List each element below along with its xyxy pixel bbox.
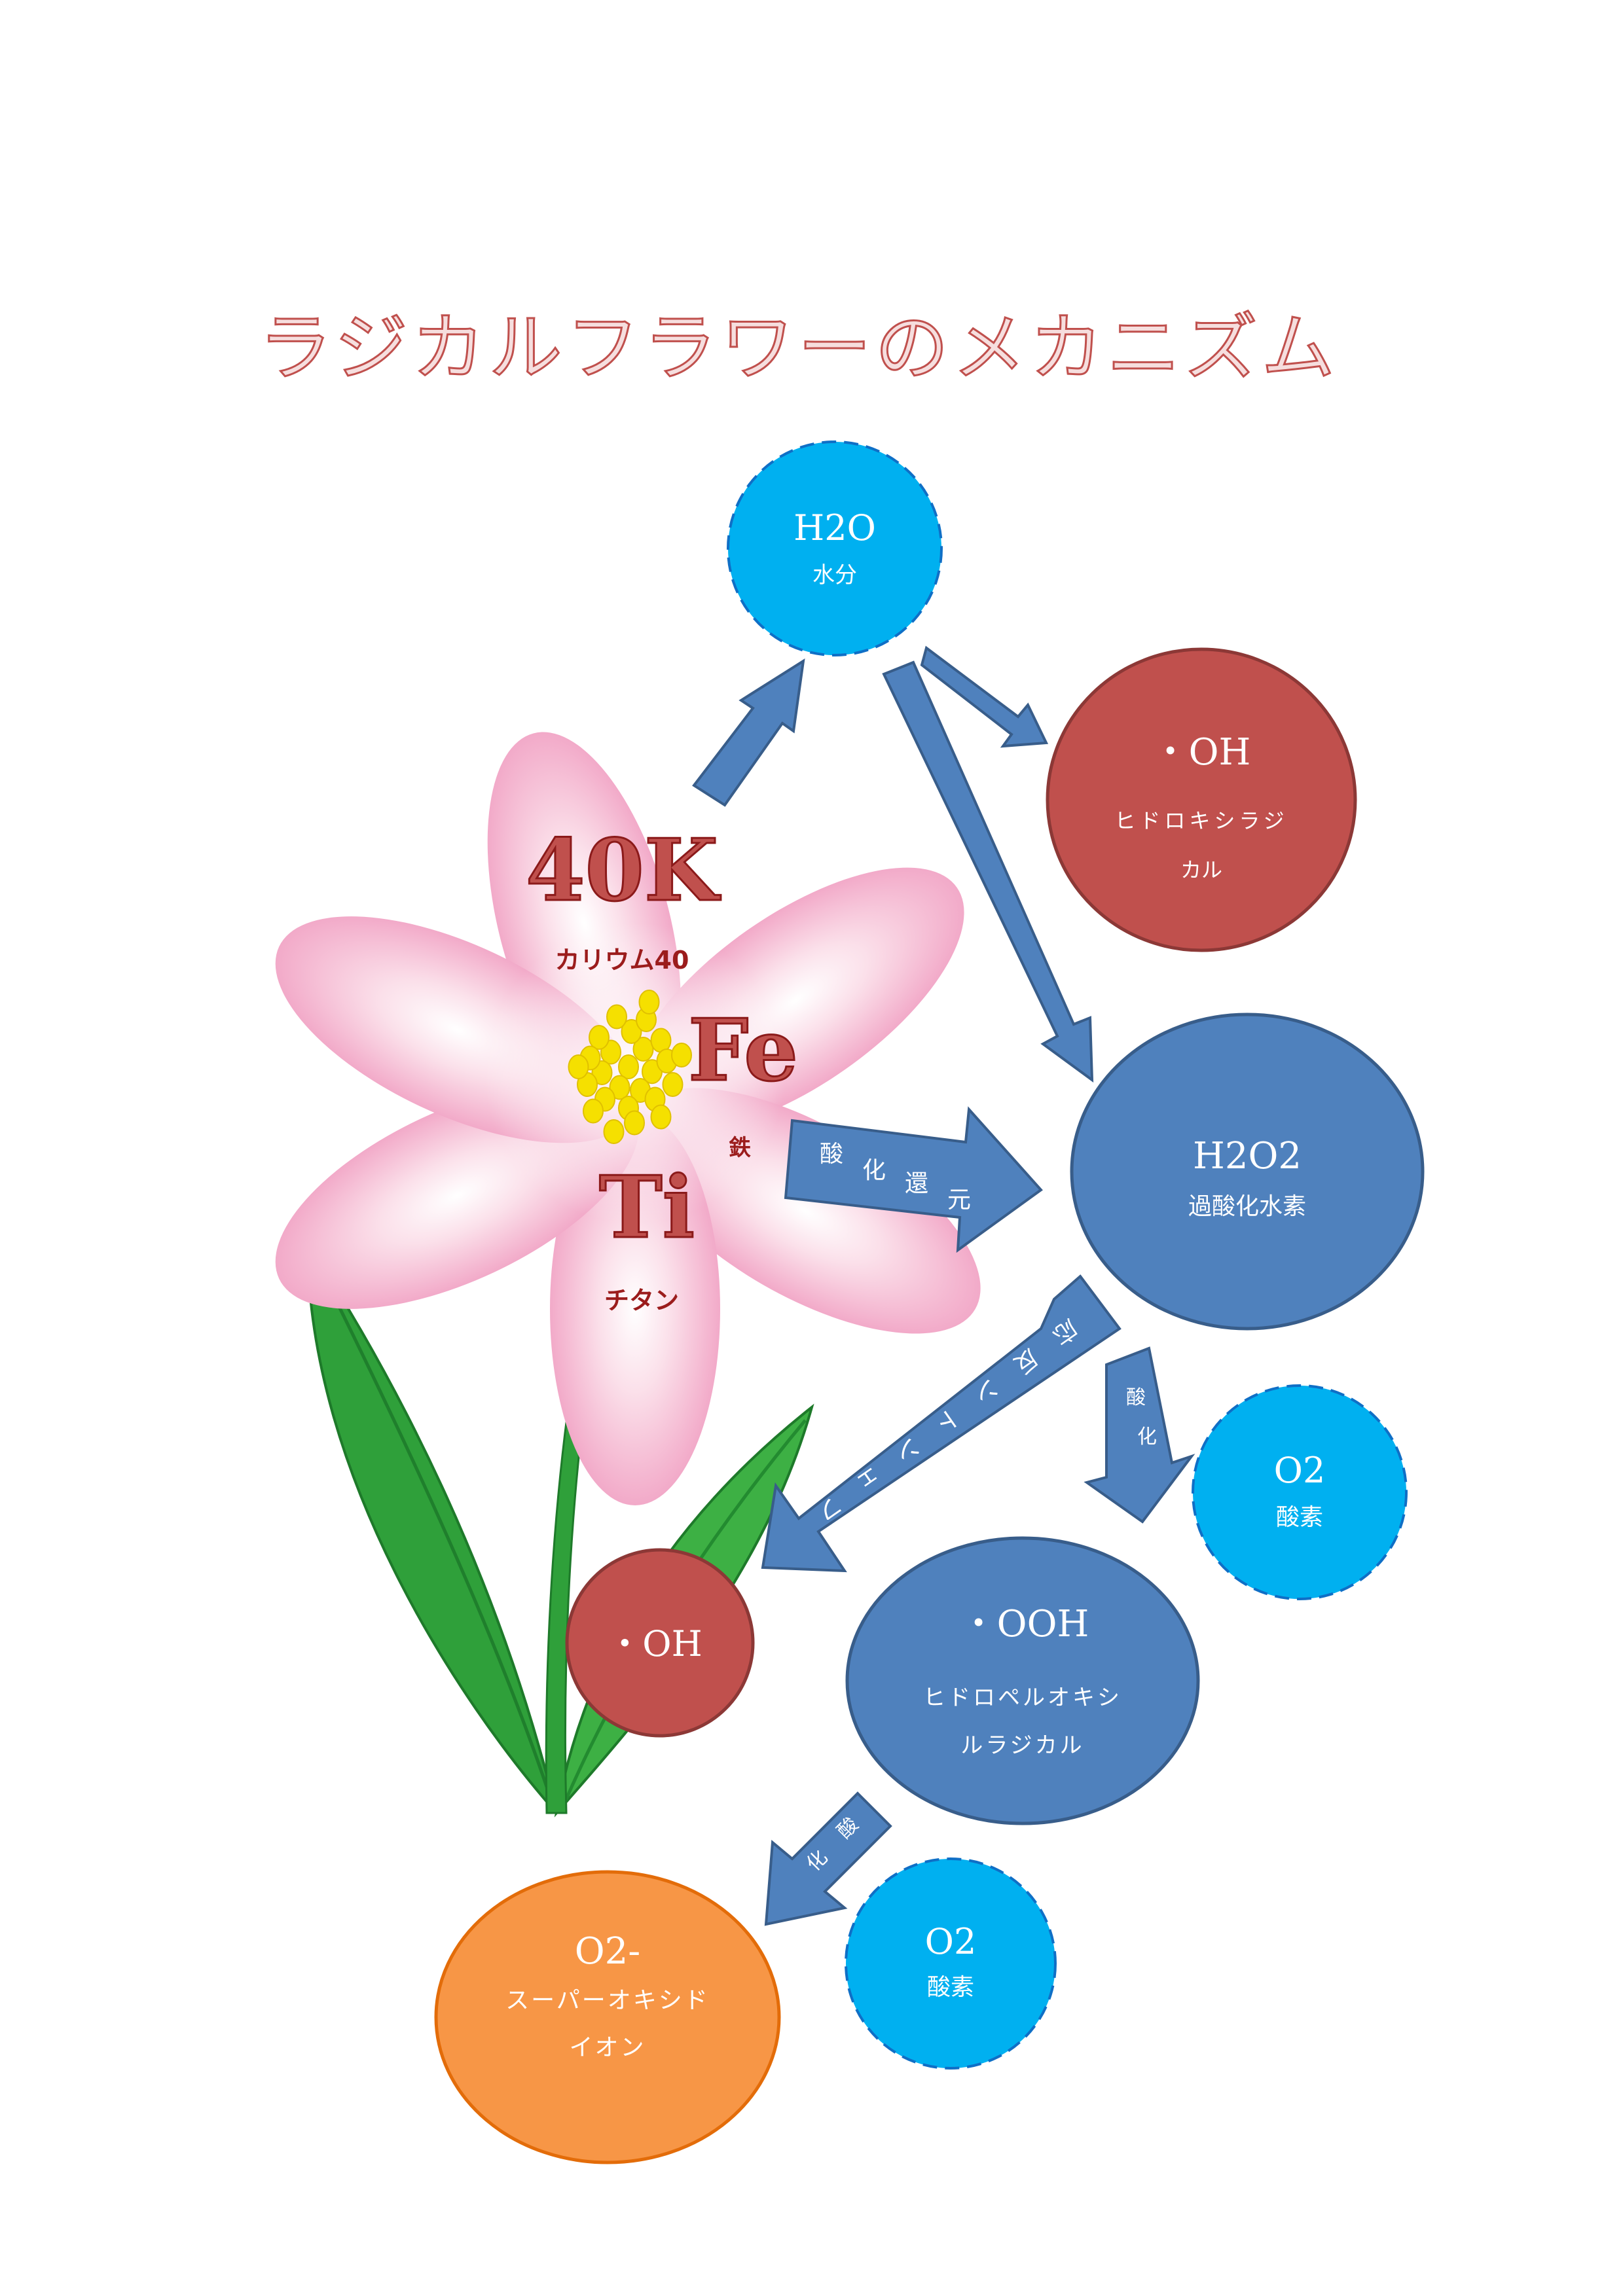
node-o2-bottom-sub: 酸素 [927, 1974, 974, 2001]
element-40k: 40K [526, 820, 721, 920]
pollen-dot [589, 1025, 610, 1050]
arrow-redox-char-2: 化 [862, 1157, 886, 1184]
node-h2o-sub: 水分 [812, 562, 857, 588]
arrow-oxidation-1-char-2: 化 [1137, 1426, 1157, 1448]
left-leaf [306, 1239, 558, 1814]
element-ti-label: チタン [604, 1286, 679, 1315]
node-oh-small-title: ・OH [607, 1623, 702, 1664]
arrow-oxidation-1-char-1: 酸 [1126, 1386, 1146, 1409]
node-o2-right: O2 酸素 [1192, 1384, 1408, 1600]
node-o2-minus-title: O2- [575, 1930, 640, 1973]
node-oh-top-sub2: カル [1180, 857, 1222, 882]
element-ti: Ti [599, 1157, 695, 1257]
pollen-dot [603, 1119, 625, 1144]
node-o2-minus: O2- スーパーオキシド イオン [434, 1870, 781, 2164]
node-o2-right-title: O2 [1274, 1450, 1326, 1491]
node-ooh-title: ・OOH [960, 1603, 1089, 1645]
pollen-dot [606, 1004, 627, 1030]
node-oh-small: ・OH [565, 1548, 755, 1738]
pollen-dot [568, 1054, 589, 1079]
node-ooh-sub2: ルラジカル [960, 1732, 1084, 1759]
pollen-dot [624, 1110, 645, 1136]
pollen-dot [662, 1072, 684, 1097]
arrow-fenton: 応 反 ン ト ン ェ フ [761, 1274, 1122, 1573]
pollen-dot [638, 990, 660, 1014]
arrow-redox: 酸 化 還 元 [784, 1106, 1043, 1253]
node-ooh: ・OOH ヒドロペルオキシ ルラジカル [845, 1536, 1200, 1825]
node-o2-minus-sub2: イオン [569, 2034, 646, 2061]
arrow-flower-to-h2o [692, 658, 805, 807]
pollen-dot [583, 1098, 604, 1124]
pollen-dot [618, 1054, 639, 1079]
pollen-dot [671, 1043, 692, 1067]
pollen-dot [621, 1019, 642, 1044]
arrow-redox-char-1: 酸 [820, 1141, 843, 1168]
node-h2o2-title: H2O2 [1193, 1135, 1302, 1177]
arrow-redox-char-3: 還 [905, 1170, 928, 1197]
pollen-dot [632, 1037, 654, 1062]
node-h2o2-sub: 過酸化水素 [1188, 1193, 1306, 1220]
pollen-cluster [568, 990, 692, 1144]
node-oh-top-title: ・OH [1152, 731, 1251, 774]
element-fe: Fe [688, 1000, 798, 1100]
arrow-redox-char-4: 元 [947, 1187, 971, 1213]
node-oh-top-sub1: ヒドロキシラジ [1114, 808, 1288, 833]
node-o2-minus-sub1: スーパーオキシド [505, 1987, 710, 2014]
element-40k-label: カリウム40 [555, 946, 689, 975]
left-leaf-vein [312, 1255, 555, 1807]
node-h2o2: H2O2 過酸化水素 [1070, 1013, 1425, 1331]
arrow-oxidation-1: 酸 化 [1084, 1346, 1195, 1524]
pollen-dot [609, 1075, 630, 1100]
node-h2o-title: H2O [793, 507, 876, 548]
arrows [692, 645, 1094, 1083]
page-title: ラジカルフラワーのメカニズム [259, 306, 1339, 391]
node-o2-right-sub: 酸素 [1276, 1504, 1323, 1531]
node-ooh-sub1: ヒドロペルオキシ [923, 1685, 1122, 1711]
flower-illustration [275, 732, 981, 1818]
node-o2-bottom-title: O2 [925, 1921, 977, 1962]
arrow-h2o-to-oh [920, 645, 1049, 748]
arrow-h2o-to-h2o2 [882, 660, 1094, 1083]
element-fe-label: 鉄 [729, 1135, 751, 1161]
pollen-dot [650, 1104, 672, 1130]
arrow-oxidation-2: 酸 化 [764, 1791, 892, 1926]
node-oh-top: ・OH ヒドロキシラジ カル [1046, 647, 1357, 952]
node-h2o: H2O 水分 [727, 440, 943, 656]
node-o2-bottom: O2 酸素 [845, 1857, 1057, 2070]
